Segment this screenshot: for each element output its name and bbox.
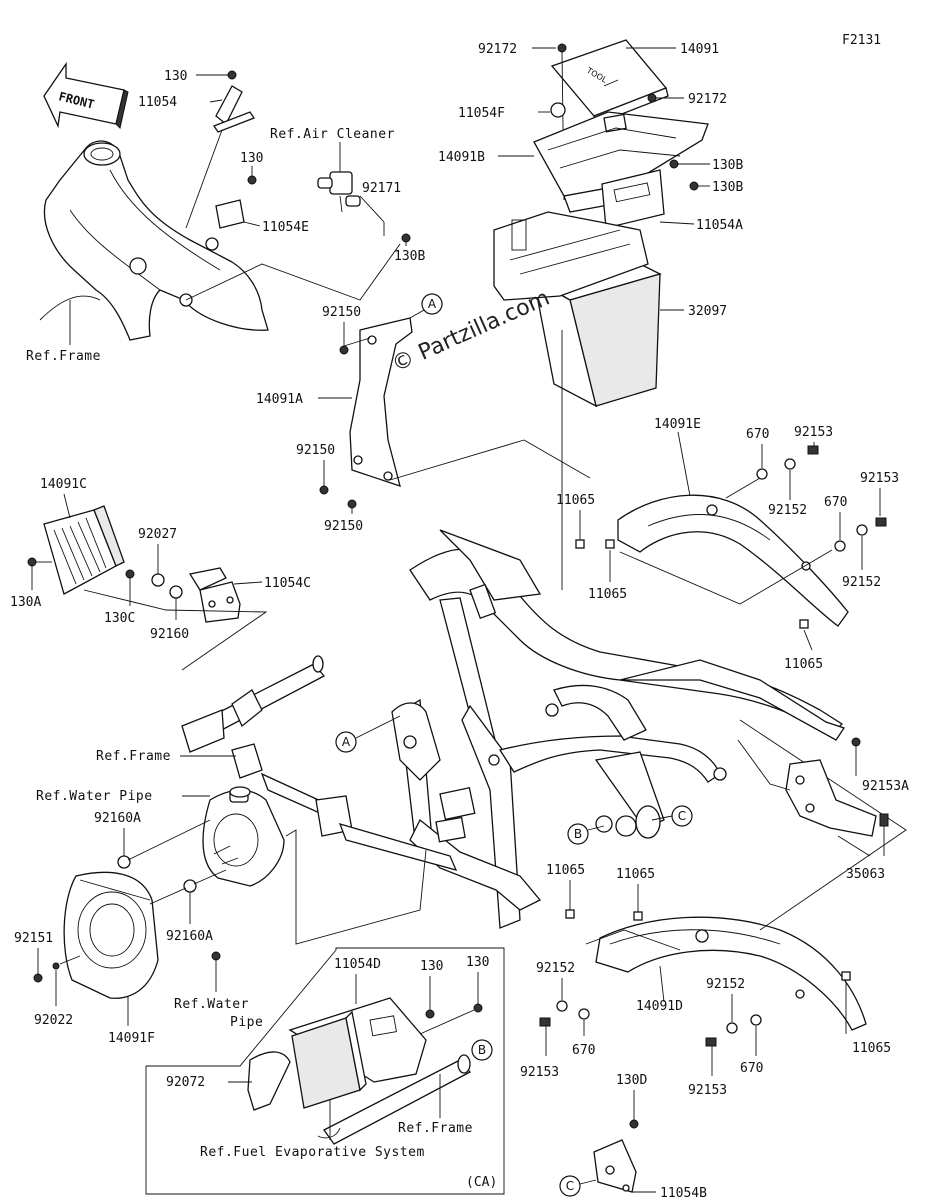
label-14091: 14091: [680, 42, 719, 57]
label-92150-c: 92150: [324, 519, 363, 534]
label-92153-a: 92153: [794, 425, 833, 440]
label-130: 130: [164, 69, 187, 84]
label-670-a: 670: [746, 427, 769, 442]
ref-air-cleaner: Ref.Air Cleaner: [270, 127, 395, 142]
watermark: © Partzilla.com: [388, 286, 553, 378]
label-14091f: 14091F: [108, 1031, 155, 1046]
label-92072: 92072: [166, 1075, 205, 1090]
label-11065-f: 11065: [852, 1041, 891, 1056]
ref-water-pipe-top: Ref.Water Pipe: [36, 789, 153, 804]
label-11054b: 11054B: [660, 1186, 707, 1200]
label-92022: 92022: [34, 1013, 73, 1028]
clip-92072: [247, 1051, 291, 1111]
label-130-d: 130: [466, 955, 489, 970]
air-cleaner-valve: [317, 171, 361, 213]
label-92172-b: 92172: [688, 92, 727, 107]
label-92153-d: 92153: [688, 1083, 727, 1098]
fender-14091d: [595, 916, 867, 1031]
label-14091b: 14091B: [438, 150, 485, 165]
label-92151: 92151: [14, 931, 53, 946]
frame-neck-drawing: [39, 140, 269, 341]
label-130b-c: 130B: [712, 180, 743, 195]
label-92153-c: 92153: [520, 1065, 559, 1080]
label-11065-e: 11065: [616, 867, 655, 882]
side-cover-14091a: [349, 317, 413, 487]
ref-frame-mid: Ref.Frame: [96, 749, 171, 764]
label-130b-a: 130B: [394, 249, 425, 264]
label-130-b: 130: [240, 151, 263, 166]
label-130d: 130D: [616, 1073, 647, 1088]
label-92153a: 92153A: [862, 779, 909, 794]
label-92171: 92171: [362, 181, 401, 196]
ref-frame-top: Ref.Frame: [26, 349, 101, 364]
label-11054a: 11054A: [696, 218, 743, 233]
label-11054f: 11054F: [458, 106, 505, 121]
label-11054: 11054: [138, 95, 177, 110]
canister-bracket-11054d: [288, 997, 427, 1109]
callout-a-top: A: [428, 297, 437, 311]
ref-water-pipe-bottom-1: Ref.Water: [174, 997, 249, 1012]
label-32097: 32097: [688, 304, 727, 319]
label-92160a-b: 92160A: [166, 929, 213, 944]
callout-b-frame: B: [574, 827, 582, 841]
battery-bracket: [493, 211, 649, 301]
label-130c: 130C: [104, 611, 135, 626]
left-cover-14091c: [43, 505, 125, 595]
label-92172-a: 92172: [478, 42, 517, 57]
label-11065-b: 11065: [588, 587, 627, 602]
label-92152-c: 92152: [536, 961, 575, 976]
ref-fuel-evap: Ref.Fuel Evaporative System: [200, 1145, 425, 1160]
battery-cover-14091: TOOL: [550, 39, 669, 125]
label-130-c: 130: [420, 959, 443, 974]
ref-frame-bottom: Ref.Frame: [398, 1121, 473, 1136]
callout-b-fuel: B: [478, 1043, 486, 1057]
label-92153-b: 92153: [860, 471, 899, 486]
label-11054d: 11054D: [334, 957, 381, 972]
label-130b-b: 130B: [712, 158, 743, 173]
front-arrow-icon: FRONT: [43, 61, 129, 129]
ca-region-box: [145, 947, 505, 1195]
label-35063: 35063: [846, 867, 885, 882]
label-92160: 92160: [150, 627, 189, 642]
label-92152-a: 92152: [768, 503, 807, 518]
label-92150-a: 92150: [322, 305, 361, 320]
bracket-11054e: [205, 175, 257, 251]
main-frame: [391, 529, 846, 929]
clamp-11054: [213, 70, 255, 133]
frame-crossbar-fuel: [317, 1054, 472, 1145]
diagram-code: F2131: [842, 33, 881, 48]
label-11065-d: 11065: [546, 863, 585, 878]
label-670-c: 670: [572, 1043, 595, 1058]
label-11054c: 11054C: [264, 576, 311, 591]
fender-14091e: [617, 494, 849, 627]
label-670-d: 670: [740, 1061, 763, 1076]
engine-mount-bar: [181, 655, 458, 871]
label-670-b: 670: [824, 495, 847, 510]
bracket-35063: [785, 759, 877, 837]
callout-a-frame: A: [342, 735, 351, 749]
battery-tray-14091b: [533, 111, 709, 229]
callout-c-frame: C: [678, 809, 686, 823]
label-11065-a: 11065: [556, 493, 595, 508]
label-92152-d: 92152: [706, 977, 745, 992]
water-pump-cover-14091f: [63, 871, 159, 999]
label-92152-b: 92152: [842, 575, 881, 590]
ref-water-pipe-bottom-2: Pipe: [230, 1015, 263, 1030]
bracket-11054b: [593, 1139, 637, 1193]
label-11054e: 11054E: [262, 220, 309, 235]
region-tag: (CA): [466, 1175, 497, 1190]
label-11065-c: 11065: [784, 657, 823, 672]
label-14091c: 14091C: [40, 477, 87, 492]
label-92160a-a: 92160A: [94, 811, 141, 826]
water-pump-body: [202, 786, 285, 887]
bracket-11054c: [188, 567, 241, 623]
label-14091d: 14091D: [636, 999, 683, 1014]
label-130a: 130A: [10, 595, 41, 610]
label-92150-b: 92150: [296, 443, 335, 458]
callout-c-bracket: C: [566, 1179, 574, 1193]
label-14091a: 14091A: [256, 392, 303, 407]
label-14091e: 14091E: [654, 417, 701, 432]
label-92027: 92027: [138, 527, 177, 542]
